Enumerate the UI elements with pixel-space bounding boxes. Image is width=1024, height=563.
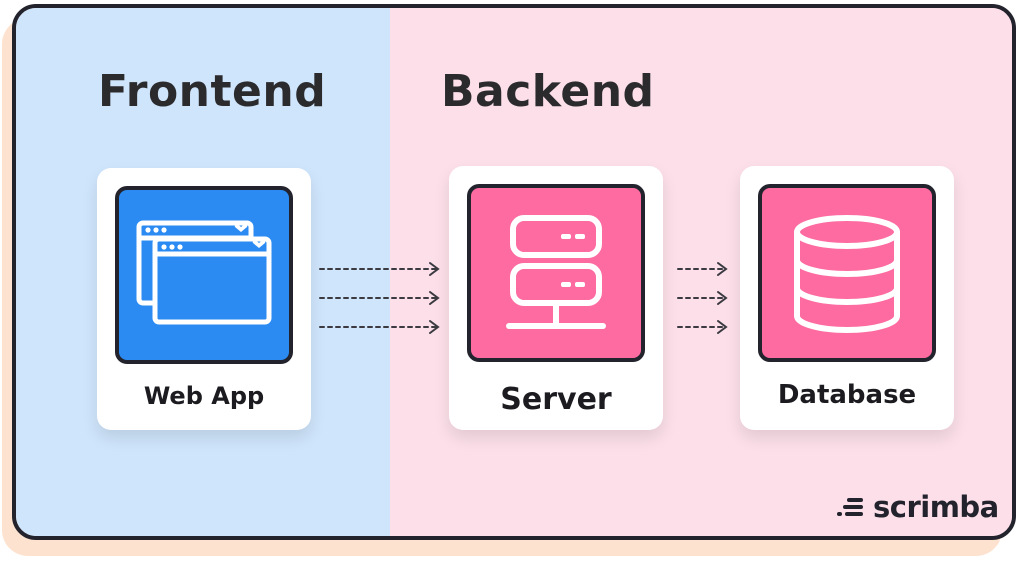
database-icon xyxy=(794,215,900,333)
database-label: Database xyxy=(777,380,917,410)
scrimba-mark-icon xyxy=(837,498,863,516)
server-icon xyxy=(506,215,606,329)
database-card: Database xyxy=(740,166,954,430)
browser-windows-icon xyxy=(136,220,272,325)
server-label: Server xyxy=(500,382,612,417)
brand-name: scrimba xyxy=(873,490,999,524)
database-tile xyxy=(758,184,936,362)
arrows-web-app-to-server xyxy=(318,258,444,340)
web-app-card: Web App xyxy=(97,168,311,430)
scrimba-logo: scrimba xyxy=(835,490,999,524)
web-app-label: Web App xyxy=(143,382,265,410)
backend-title: Backend xyxy=(441,66,655,117)
web-app-tile xyxy=(115,186,293,364)
server-card: Server xyxy=(449,166,663,430)
frontend-title: Frontend xyxy=(98,66,327,117)
server-tile xyxy=(467,184,645,362)
arrows-server-to-database xyxy=(676,258,732,340)
